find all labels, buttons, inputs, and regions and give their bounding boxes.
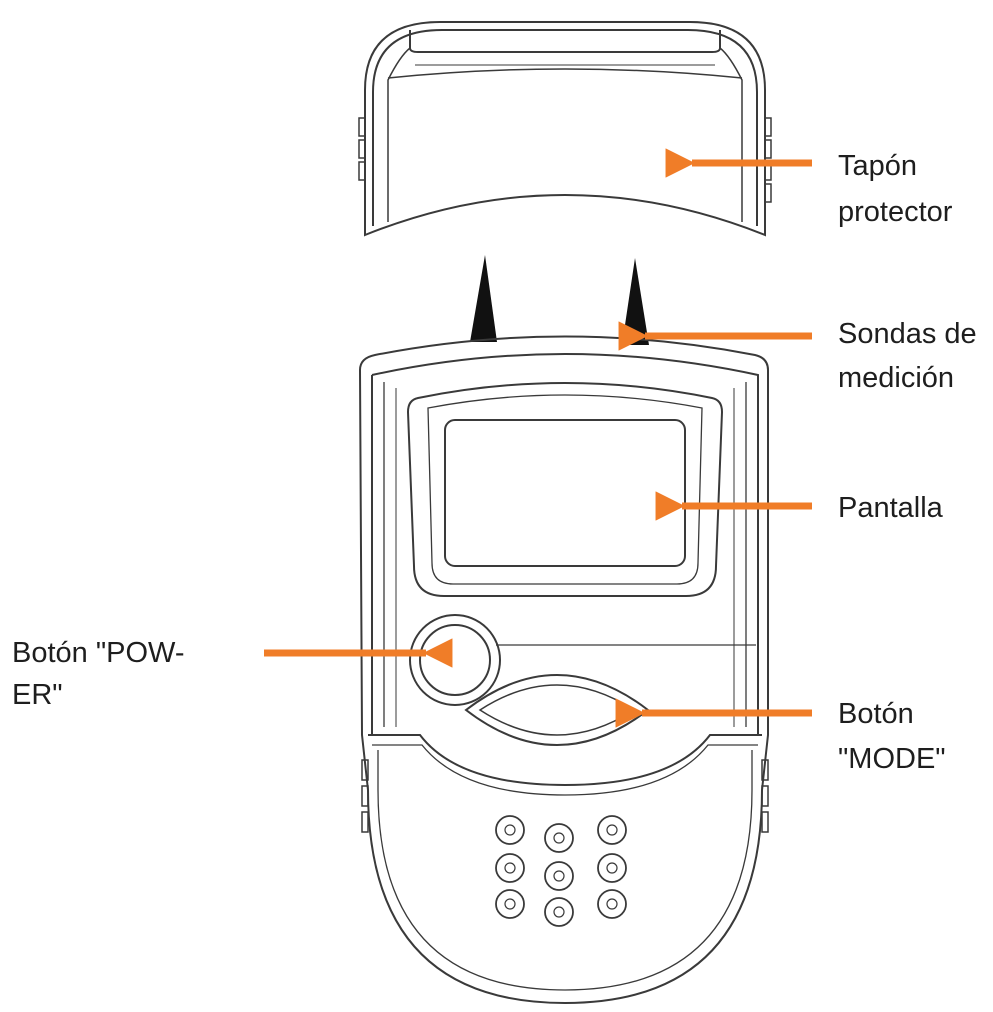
callout-arrows: [264, 148, 812, 728]
speaker-hole-center: [553, 906, 565, 918]
meter-body: [358, 335, 769, 1005]
speaker-hole-center: [606, 862, 618, 874]
speaker-hole-center: [553, 870, 565, 882]
speaker-hole: [597, 853, 627, 883]
protective-cap: [358, 21, 772, 237]
speaker-hole: [495, 815, 525, 845]
speaker-hole: [495, 853, 525, 883]
label-screen: Pantalla: [838, 492, 944, 524]
label-probes: Sondas de medición: [838, 318, 985, 394]
speaker-hole-center: [606, 824, 618, 836]
speaker-hole: [597, 815, 627, 845]
label-power: Botón "POW- ER": [12, 637, 193, 711]
power-button: [409, 614, 501, 706]
label-cap: Tapón protector: [838, 150, 953, 228]
speaker-hole-center: [504, 824, 516, 836]
speaker-hole-center: [553, 832, 565, 844]
measuring-probes: [470, 255, 649, 345]
speaker-hole: [597, 889, 627, 919]
speaker-hole-center: [606, 898, 618, 910]
display-screen: [444, 419, 686, 567]
speaker-hole: [544, 861, 574, 891]
label-mode: Botón "MODE": [838, 698, 946, 775]
mode-button: [464, 674, 650, 746]
speaker-hole: [544, 897, 574, 927]
speaker-hole-center: [504, 898, 516, 910]
speaker-hole: [544, 823, 574, 853]
speaker-grille: [495, 815, 627, 927]
speaker-hole-center: [504, 862, 516, 874]
speaker-hole: [495, 889, 525, 919]
